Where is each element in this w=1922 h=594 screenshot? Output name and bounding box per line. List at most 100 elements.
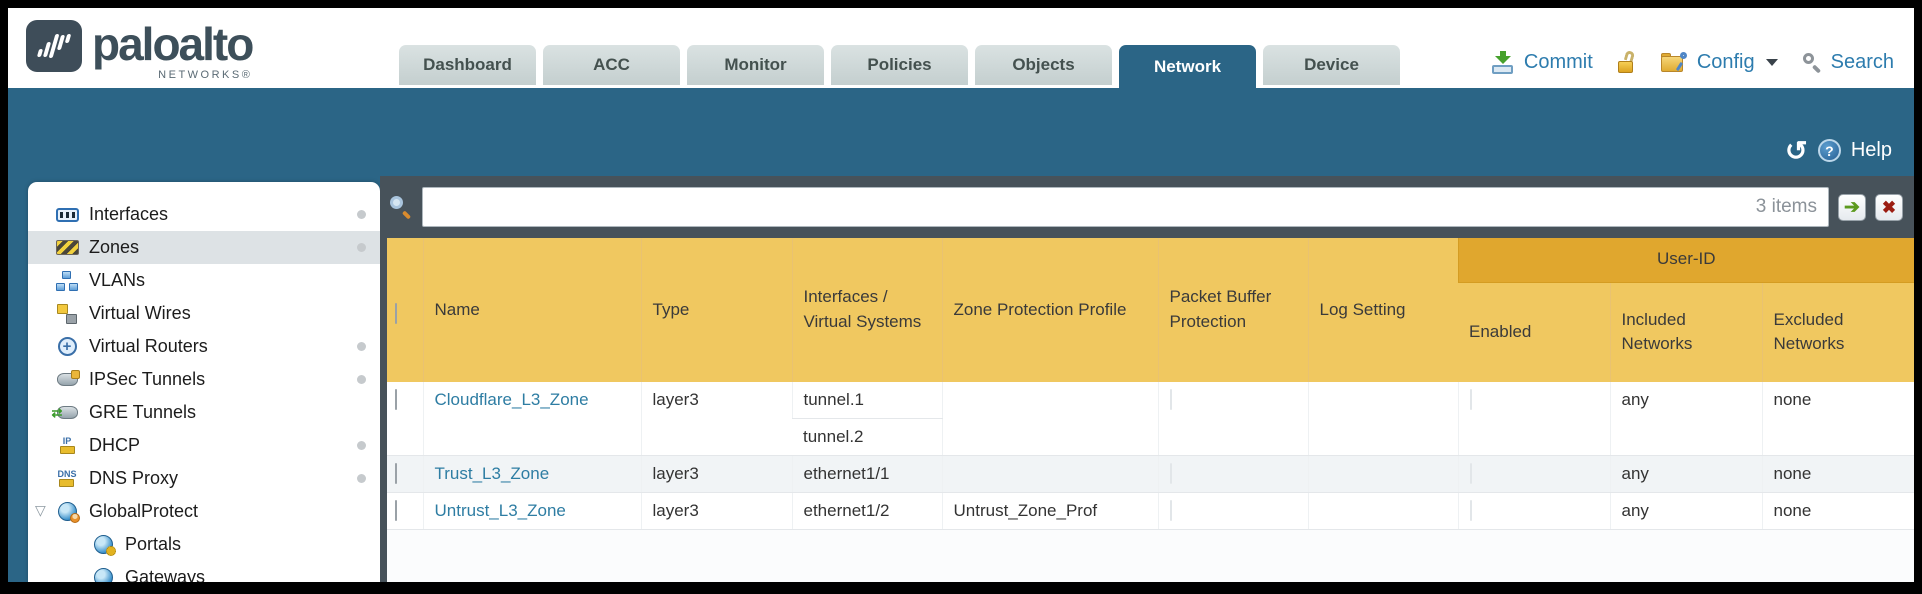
search-button[interactable]: Search: [1830, 51, 1894, 73]
packet-buffer-checkbox[interactable]: [1169, 500, 1172, 521]
log-setting-cell: [1307, 492, 1458, 530]
help-label[interactable]: Help: [1850, 139, 1892, 161]
row-checkbox[interactable]: [395, 463, 397, 484]
zone-type-cell: layer3: [640, 492, 792, 530]
sidebar-item-virtual-routers[interactable]: + Virtual Routers: [28, 330, 380, 363]
sidebar-item-gateways[interactable]: Gateways: [28, 561, 380, 582]
column-header-log-setting[interactable]: Log Setting: [1307, 238, 1458, 382]
user-id-enabled-checkbox[interactable]: [1469, 389, 1472, 410]
filter-search-icon: [389, 195, 413, 220]
tab-device[interactable]: Device: [1263, 45, 1400, 85]
excluded-networks-cell: none: [1761, 455, 1914, 493]
sidebar-item-vlans[interactable]: VLANs: [28, 264, 380, 297]
config-icon: [1660, 51, 1688, 74]
zone-name-link[interactable]: Cloudflare_L3_Zone: [434, 390, 589, 409]
top-bar: paloalto NETWORKS® Dashboard ACC Monitor…: [8, 8, 1914, 88]
table-row: Cloudflare_L3_Zone layer3 tunnel.1 any n…: [387, 382, 1914, 456]
user-id-enabled-checkbox[interactable]: [1469, 500, 1472, 521]
sidebar-item-dns-proxy[interactable]: DNS DNS Proxy: [28, 462, 380, 495]
sidebar-item-zones[interactable]: Zones: [28, 231, 380, 264]
close-icon: ✖: [1881, 197, 1897, 217]
zone-protection-cell: Untrust_Zone_Prof: [941, 492, 1158, 530]
column-header-packet-buffer-protection[interactable]: Packet Buffer Protection: [1157, 238, 1308, 382]
column-header-interfaces[interactable]: Interfaces / Virtual Systems: [791, 238, 942, 382]
commit-button[interactable]: Commit: [1523, 51, 1593, 73]
config-menu-button[interactable]: Config: [1696, 51, 1755, 73]
network-sidebar: Interfaces Zones VLANs Virtual: [28, 182, 380, 582]
select-all-header: [387, 238, 423, 382]
packet-buffer-checkbox[interactable]: [1169, 463, 1172, 484]
tab-dashboard[interactable]: Dashboard: [399, 45, 536, 85]
zone-name-link[interactable]: Trust_L3_Zone: [434, 464, 550, 483]
top-action-bar: Commit Config Search: [1491, 49, 1894, 74]
column-header-type[interactable]: Type: [640, 238, 792, 382]
unlock-icon[interactable]: [1617, 49, 1637, 74]
collapse-triangle-icon[interactable]: ▽: [35, 502, 46, 518]
band-actions: ↻ ? Help: [1785, 135, 1892, 166]
column-header-zone-protection-profile[interactable]: Zone Protection Profile: [941, 238, 1158, 382]
status-dot: [357, 474, 366, 483]
tab-policies[interactable]: Policies: [831, 45, 968, 85]
interface-cell: ethernet1/2: [791, 492, 942, 530]
row-checkbox[interactable]: [395, 389, 397, 410]
filter-input[interactable]: [422, 187, 1829, 227]
included-networks-cell: any: [1609, 492, 1762, 530]
paloalto-logo-icon: [26, 20, 82, 72]
portals-icon: [90, 533, 116, 557]
brand-subtitle: NETWORKS®: [158, 69, 253, 81]
sidebar-item-interfaces[interactable]: Interfaces: [28, 198, 380, 231]
virtual-routers-icon: +: [54, 335, 80, 359]
status-dot: [357, 342, 366, 351]
status-dot: [357, 210, 366, 219]
column-header-excluded-networks[interactable]: Excluded Networks: [1761, 282, 1914, 382]
zones-icon: [54, 236, 80, 260]
ipsec-tunnels-icon: [54, 368, 80, 392]
row-checkbox[interactable]: [395, 500, 397, 521]
paloalto-logo: paloalto NETWORKS®: [26, 18, 254, 81]
interfaces-icon: [54, 203, 80, 227]
column-header-name[interactable]: Name: [422, 238, 641, 382]
status-dot: [357, 243, 366, 252]
user-id-enabled-checkbox[interactable]: [1469, 463, 1472, 484]
commit-icon: [1491, 51, 1515, 74]
interface-cell: tunnel.2: [792, 418, 942, 456]
sidebar-item-globalprotect[interactable]: ▽ GlobalProtect: [28, 495, 380, 528]
green-arrow-icon: ➔: [1844, 196, 1860, 218]
gre-tunnels-icon: ⇄: [51, 405, 78, 420]
table-subrow: tunnel.2: [387, 418, 1914, 456]
excluded-networks-cell: none: [1761, 382, 1914, 456]
zone-name-link[interactable]: Untrust_L3_Zone: [434, 501, 566, 520]
clear-filter-button[interactable]: ✖: [1875, 193, 1903, 221]
apply-filter-button[interactable]: ➔: [1838, 193, 1866, 221]
sidebar-item-virtual-wires[interactable]: Virtual Wires: [28, 297, 380, 330]
zone-type-cell: layer3: [640, 455, 792, 493]
log-setting-cell: [1307, 455, 1458, 493]
select-all-checkbox[interactable]: [395, 302, 397, 324]
column-header-included-networks[interactable]: Included Networks: [1609, 282, 1762, 382]
main-area: Interfaces Zones VLANs Virtual: [8, 176, 1914, 582]
tab-network[interactable]: Network: [1119, 45, 1256, 88]
sidebar-item-ipsec-tunnels[interactable]: IPSec Tunnels: [28, 363, 380, 396]
interface-cell: tunnel.1: [791, 382, 942, 419]
column-header-enabled[interactable]: Enabled: [1458, 282, 1610, 382]
dns-proxy-icon: DNS: [54, 467, 80, 491]
packet-buffer-checkbox[interactable]: [1169, 389, 1172, 410]
refresh-icon[interactable]: ↻: [1785, 135, 1808, 166]
tab-monitor[interactable]: Monitor: [687, 45, 824, 85]
vlans-icon: [54, 269, 80, 293]
zone-type-cell: layer3: [640, 382, 792, 456]
table-row: Untrust_L3_Zone layer3 ethernet1/2 Untru…: [387, 492, 1914, 530]
brand-name: paloalto: [92, 18, 254, 70]
globalprotect-icon: [54, 500, 80, 524]
tab-objects[interactable]: Objects: [975, 45, 1112, 85]
included-networks-cell: any: [1609, 382, 1762, 456]
chevron-down-icon[interactable]: [1765, 59, 1778, 66]
sidebar-item-gre-tunnels[interactable]: ⇄ GRE Tunnels: [28, 396, 380, 429]
sidebar-item-portals[interactable]: Portals: [28, 528, 380, 561]
column-group-user-id: User-ID: [1457, 238, 1914, 283]
sidebar-item-dhcp[interactable]: IP DHCP: [28, 429, 380, 462]
zone-protection-cell: [941, 455, 1158, 493]
help-icon[interactable]: ?: [1817, 139, 1841, 162]
tab-acc[interactable]: ACC: [543, 45, 680, 85]
